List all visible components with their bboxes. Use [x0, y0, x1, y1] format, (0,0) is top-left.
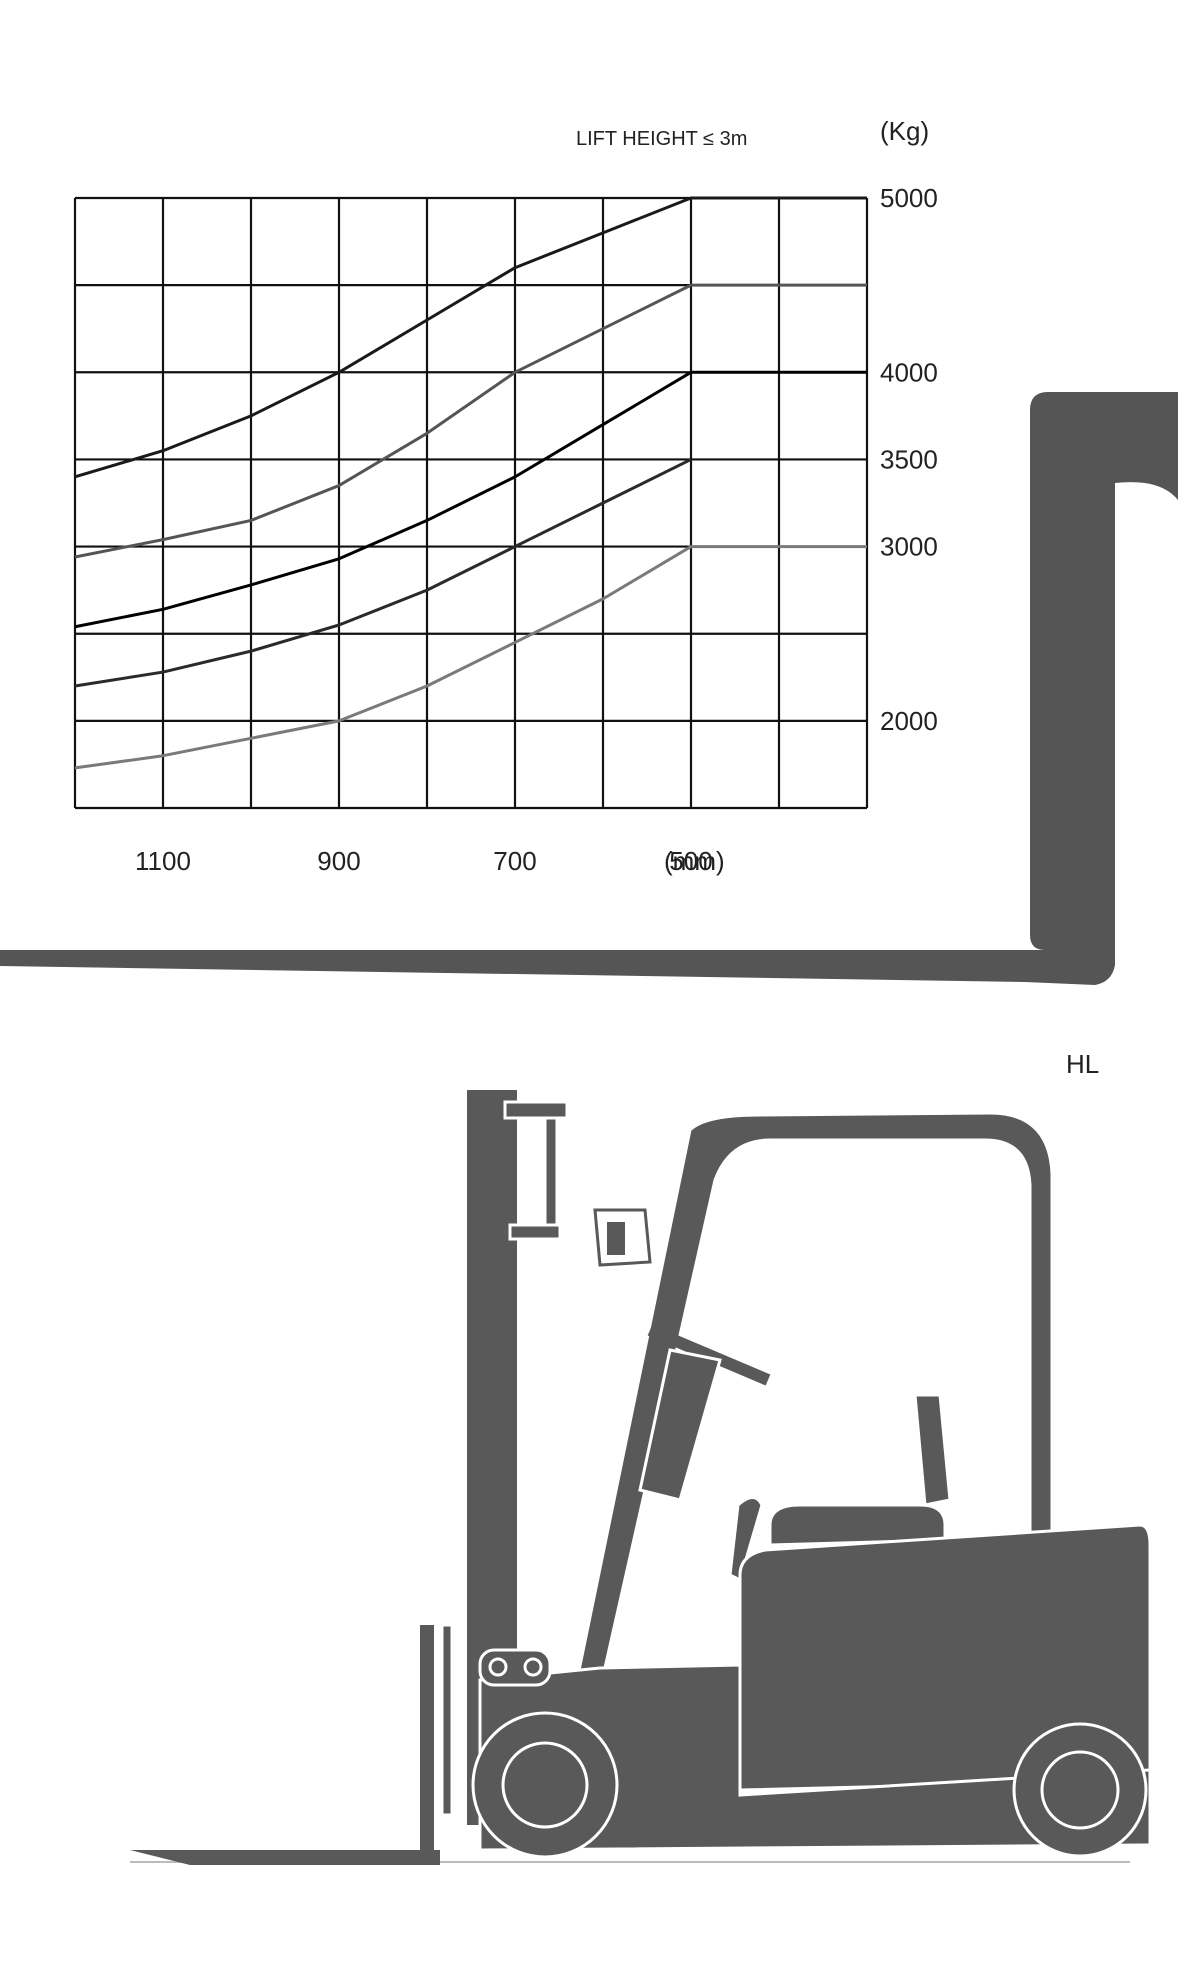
guard-light-lens [607, 1222, 625, 1255]
steering-column [638, 1348, 722, 1502]
steering-wheel [647, 1324, 771, 1386]
fork-blade [130, 1850, 440, 1865]
series-line-3 [74, 370, 867, 629]
series-layer [74, 196, 867, 770]
chassis [478, 1663, 1152, 1852]
fork-upright [440, 1623, 454, 1817]
cylinder-pin-1 [488, 1657, 508, 1677]
series-line-1 [74, 196, 867, 479]
series-line-5 [74, 545, 867, 770]
y-tick-labels: 5000 4000 3500 3000 2000 [880, 183, 938, 736]
front-wheel-rim [501, 1741, 589, 1829]
series-line-2 [74, 283, 867, 559]
series-line-4 [74, 458, 692, 688]
forklift-illustration [130, 1090, 1152, 1865]
x-tick-labels: 1100 900 700 500 [135, 846, 713, 876]
fork-carriage [420, 1625, 434, 1855]
y-tick-label-4: 2000 [880, 706, 938, 736]
plot-background [75, 198, 867, 808]
y-unit-label: (Kg) [880, 116, 929, 146]
seat [768, 1503, 947, 1547]
fork-silhouette [0, 392, 1178, 985]
mast-inner [503, 1100, 569, 1120]
counterweight [738, 1523, 1152, 1792]
truck-model-label: HL [1066, 1049, 1099, 1079]
mast-bracket [508, 1223, 562, 1241]
x-tick-label-0: 1100 [135, 846, 191, 876]
x-tick-label-3: 500 [669, 846, 712, 876]
lift-height-label: LIFT HEIGHT ≤ 3m [576, 128, 747, 150]
y-tick-label-0: 5000 [880, 183, 938, 213]
x-tick-label-2: 700 [493, 846, 536, 876]
y-tick-label-1: 4000 [880, 357, 938, 387]
y-tick-label-2: 3500 [880, 444, 938, 474]
y-tick-label-3: 3000 [880, 532, 938, 562]
mast-chain [543, 1116, 559, 1235]
cylinder-pin-2 [523, 1657, 543, 1677]
seat-back [913, 1393, 952, 1507]
rear-wheel-rim [1040, 1750, 1120, 1830]
x-tick-label-1: 900 [317, 846, 360, 876]
x-unit-label: (mm) [664, 846, 725, 876]
capacity-chart: 1100 900 700 500 5000 4000 3500 3000 2000 LIFT … [73, 116, 938, 876]
